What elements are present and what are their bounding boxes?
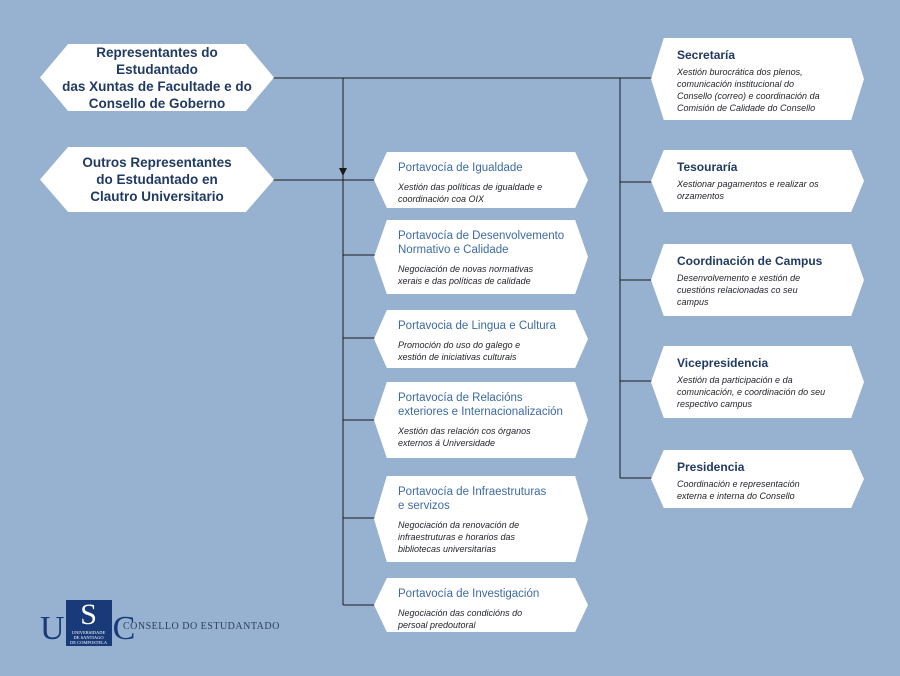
- box-description: Xestión burocrática dos plenos, comunica…: [677, 67, 820, 113]
- logo-letter-s: S: [80, 598, 97, 631]
- box-portavocia-investigacion: Portavocía de Investigación Negociación …: [374, 578, 588, 632]
- box-description: Promoción do uso do galego e xestión de …: [398, 340, 521, 362]
- box-title: Representantes do Estudantado das Xuntas…: [62, 44, 252, 111]
- box-tesouraria: Tesouraría Xestionar pagamentos e realiz…: [651, 150, 864, 212]
- box-title: Tesouraría: [677, 160, 738, 174]
- box-portavocia-igualdade: Portavocía de Igualdade Xestión das polí…: [374, 152, 588, 208]
- usc-logo: U S UNIVERSIDADE DE SANTIAGO DE COMPOSTE…: [40, 600, 135, 646]
- box-title: Portavocía de Infraestruturas e servizos: [398, 486, 547, 512]
- box-title: Presidencia: [677, 460, 745, 474]
- logo-university-name: UNIVERSIDADE DE SANTIAGO DE COMPOSTELA: [69, 630, 108, 645]
- logo-s-box: S UNIVERSIDADE DE SANTIAGO DE COMPOSTELA: [65, 598, 112, 646]
- box-description: Coordinación e representación externa e …: [677, 479, 800, 501]
- box-portavocia-lingua: Portavocia de Lingua e Cultura Promoción…: [374, 310, 588, 368]
- box-title: Coordinación de Campus: [677, 254, 823, 268]
- box-title: Portavocía de Investigación: [398, 588, 540, 600]
- logo-letter-u: U: [40, 610, 65, 647]
- box-description: Xestión das relación cos órganos externo…: [398, 426, 531, 448]
- box-portavocia-infraestruturas: Portavocía de Infraestruturas e servizos…: [374, 476, 588, 562]
- box-description: Negociación das condicións do persoal pr…: [398, 608, 523, 630]
- box-clautro: Outros Representantes do Estudantado en …: [40, 147, 274, 212]
- box-secretaria: Secretaría Xestión burocrática dos pleno…: [651, 38, 864, 120]
- box-description: Xestionar pagamentos e realizar os orzam…: [677, 179, 819, 201]
- box-description: Negociación da renovación de infraestrut…: [398, 520, 520, 554]
- box-title: Secretaría: [677, 48, 736, 62]
- box-title: Portavocía de Igualdade: [398, 162, 523, 174]
- box-title: Portavocia de Lingua e Cultura: [398, 320, 556, 332]
- box-description: Xestión das políticas de igualdade e coo…: [398, 182, 543, 204]
- logo-caption: CONSELLO DO ESTUDANTADO: [123, 621, 280, 632]
- box-title: Vicepresidencia: [677, 356, 769, 370]
- box-title: Portavocía de Relacións exteriores e Int…: [398, 392, 563, 418]
- arrow-head: [339, 168, 347, 176]
- box-portavocia-relacions: Portavocía de Relacións exteriores e Int…: [374, 382, 588, 458]
- box-coordinacion-campus: Coordinación de Campus Desenvolvemento e…: [651, 244, 864, 316]
- box-description: Negociación de novas normativas xerais e…: [398, 264, 534, 286]
- box-portavocia-normativo: Portavocía de Desenvolvemento Normativo …: [374, 220, 588, 294]
- box-presidencia: Presidencia Coordinación e representació…: [651, 450, 864, 508]
- box-vicepresidencia: Vicepresidencia Xestión da participación…: [651, 346, 864, 418]
- box-description: Xestión da participación e da comunicaci…: [677, 375, 826, 409]
- box-title: Outros Representantes do Estudantado en …: [82, 155, 232, 204]
- box-xuntas-consello: Representantes do Estudantado das Xuntas…: [40, 44, 274, 111]
- box-title: Portavocía de Desenvolvemento Normativo …: [398, 230, 565, 256]
- box-description: Desenvolvemento e xestión de cuestións r…: [677, 273, 801, 307]
- logo-letter-c: C: [112, 610, 136, 647]
